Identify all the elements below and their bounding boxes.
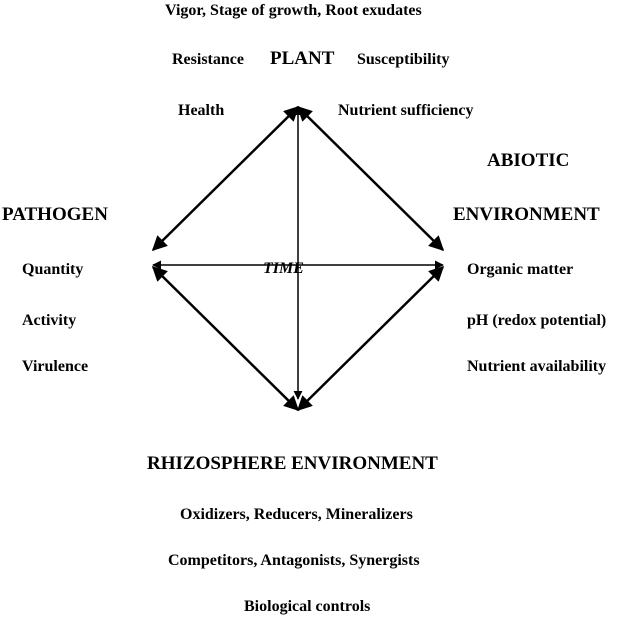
plant-nutrient: Nutrient sufficiency [338, 102, 474, 119]
rhizosphere-title: RHIZOSPHERE ENVIRONMENT [147, 453, 438, 474]
edge-abiotic-rhizosphere [296, 265, 445, 412]
edge-pathogen-rhizosphere [151, 265, 300, 412]
edge-plant-pathogen [151, 105, 300, 252]
plant-title: PLANT [270, 48, 335, 69]
rhizosphere-item: Competitors, Antagonists, Synergists [168, 552, 420, 569]
plant-resistance: Resistance [172, 51, 244, 68]
plant-susceptibility: Susceptibility [357, 51, 450, 68]
pathogen-item: Quantity [22, 261, 84, 278]
plant-top-line: Vigor, Stage of growth, Root exudates [165, 2, 422, 19]
edge-plant-abiotic [296, 105, 445, 252]
pathogen-item: Virulence [22, 358, 89, 375]
rhizosphere-item: Biological controls [244, 598, 371, 615]
abiotic-item: Nutrient availability [467, 358, 607, 375]
time-label: TIME [263, 260, 304, 277]
plant-health: Health [178, 102, 225, 119]
pathogen-item: Activity [22, 312, 77, 329]
abiotic-title-line1: ABIOTIC [487, 150, 570, 171]
abiotic-item: pH (redox potential) [467, 312, 607, 329]
rhizosphere-item: Oxidizers, Reducers, Mineralizers [180, 506, 413, 523]
pathogen-title: PATHOGEN [2, 204, 108, 225]
abiotic-title-line2: ENVIRONMENT [453, 204, 600, 225]
abiotic-item: Organic matter [467, 261, 574, 278]
